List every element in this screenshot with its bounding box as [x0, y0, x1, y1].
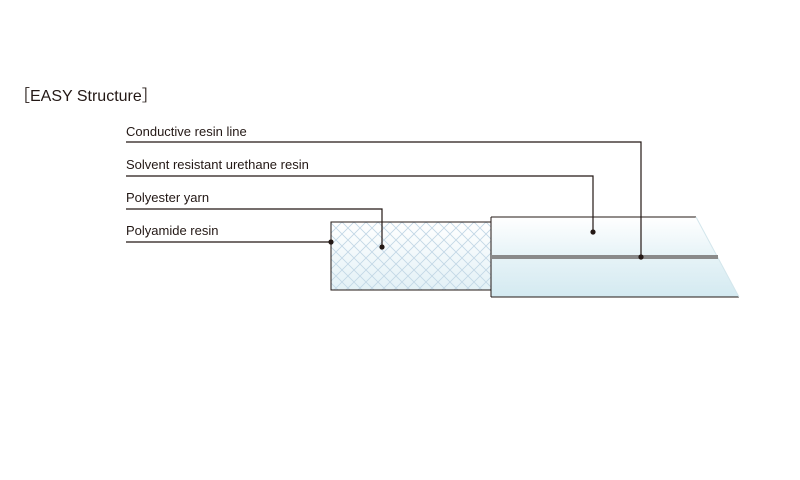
- leader-line-conductive: [126, 141, 642, 257]
- label-solvent-resistant-urethane-resin: Solvent resistant urethane resin: [126, 157, 309, 172]
- leader-dot-polyamide: [328, 239, 334, 245]
- polyamide-resin-tube: [330, 221, 502, 291]
- leader-line-polyester: [126, 208, 383, 247]
- leader-dot-urethane: [590, 229, 596, 235]
- leader-line-urethane: [126, 175, 594, 232]
- label-polyamide-resin: Polyamide resin: [126, 223, 219, 238]
- leader-dot-conductive: [638, 254, 644, 260]
- leader-dot-polyester: [379, 244, 385, 250]
- label-polyester-yarn: Polyester yarn: [126, 190, 210, 205]
- polyester-yarn-braid: [331, 222, 501, 290]
- label-conductive-resin-line: Conductive resin line: [126, 124, 247, 139]
- diagram-title: ［EASY Structure］: [14, 88, 158, 105]
